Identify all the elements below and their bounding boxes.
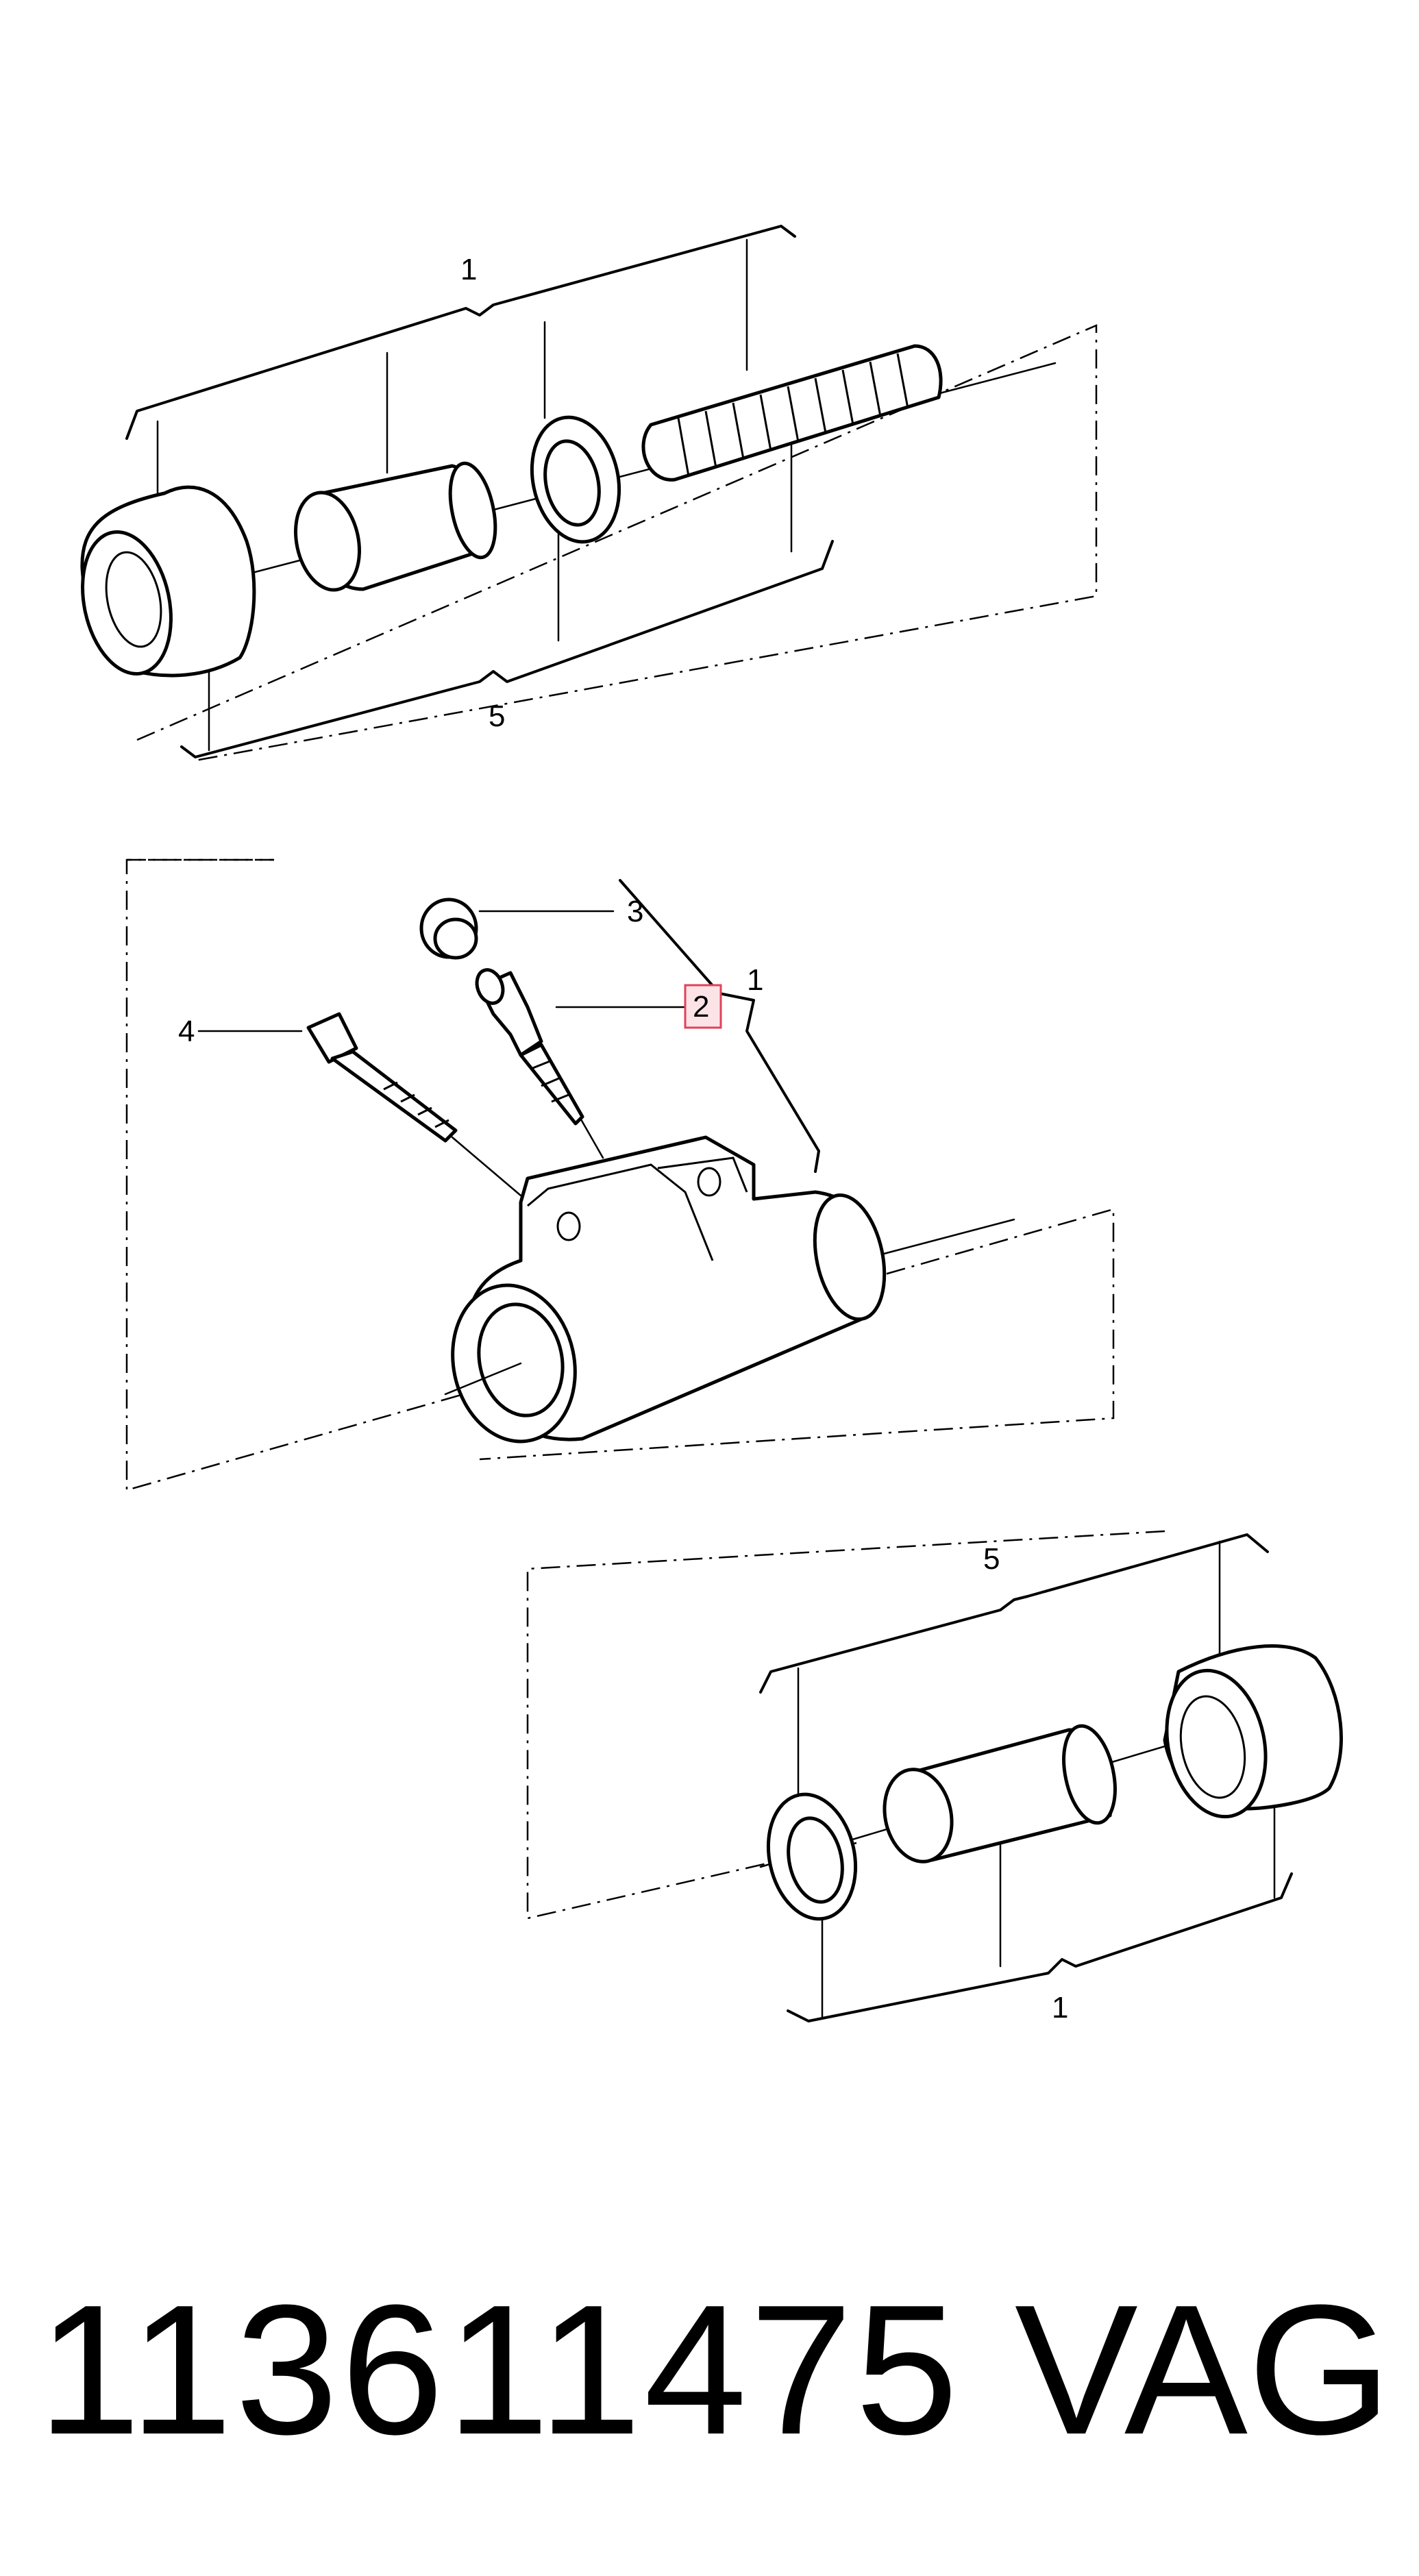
brand-name: VAG: [1014, 2267, 1392, 2473]
top-kit-callout: 1: [460, 253, 477, 286]
top-repair-bracket: [180, 540, 834, 758]
bottom-kit-callout: 1: [1052, 1991, 1068, 2024]
top-repair-callout: 5: [489, 699, 505, 733]
bottom-repair-bracket: [759, 1533, 1269, 1694]
footer: 113611475 VAG: [0, 2261, 1419, 2480]
dust-cap: [419, 897, 478, 960]
top-assembly: 1 5: [80, 225, 1098, 762]
bottom-cup-seal: [766, 1792, 858, 1921]
top-piston: [294, 461, 497, 592]
top-assembly-frame: [136, 324, 1098, 762]
top-spring: [641, 344, 943, 482]
bottom-assembly: 5 1: [526, 1530, 1343, 2024]
middle-assembly: 3 2 4 1: [125, 858, 1115, 1491]
bottom-piston: [883, 1724, 1117, 1863]
cap-callout: 3: [627, 895, 643, 928]
top-cup-seal: [530, 415, 621, 544]
bottom-dust-boot: [1163, 1644, 1343, 1819]
bleed-valve: [475, 968, 584, 1126]
bleed-screw-callout: 4: [178, 1015, 195, 1048]
bleed-valve-highlight: [684, 984, 722, 1029]
top-dust-boot: [80, 485, 256, 678]
top-kit-bracket: [125, 225, 796, 440]
bleed-valve-callout: 2: [693, 990, 709, 1024]
wheel-cylinder-body: [451, 1135, 887, 1444]
bottom-repair-callout: 5: [983, 1542, 1000, 1576]
bleed-screw: [306, 1012, 458, 1143]
bottom-assembly-frame: [526, 1530, 1165, 1920]
body-kit-callout: 1: [747, 963, 763, 997]
bottom-kit-bracket: [787, 1872, 1293, 2022]
part-number: 113611475: [38, 2267, 961, 2473]
